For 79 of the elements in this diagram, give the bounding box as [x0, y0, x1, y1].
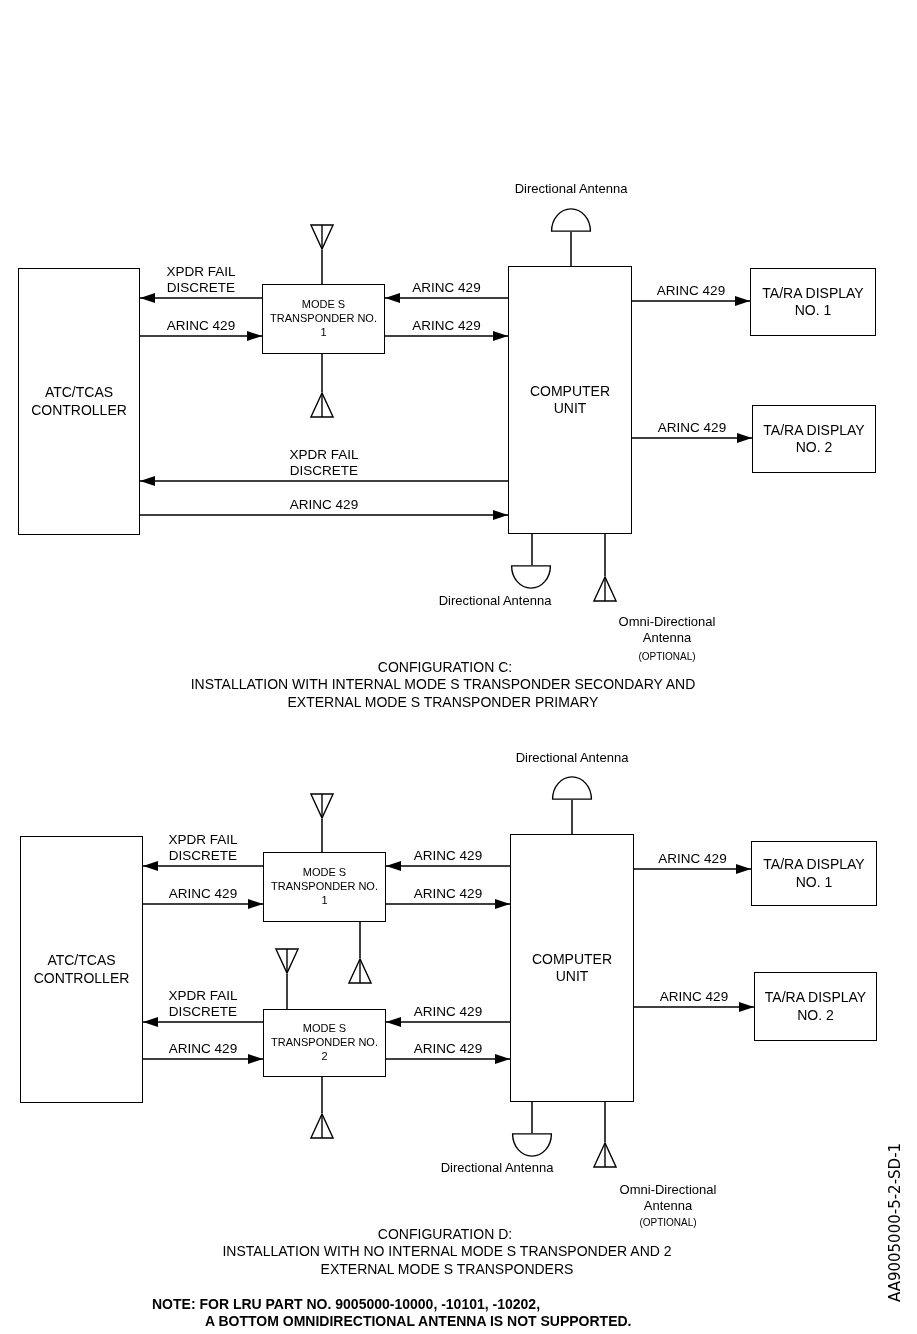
unit-box — [18, 268, 140, 535]
antenna-feed-line — [321, 1076, 323, 1114]
configuration-caption: INSTALLATION WITH NO INTERNAL MODE S TRANSPONDER AND 2 EXTERNAL MODE S TRANSPONDERS — [221, 1243, 673, 1278]
unit-box — [263, 852, 386, 922]
signal-arrow — [142, 1017, 264, 1027]
unit-box — [263, 1009, 386, 1077]
signal-arrow — [385, 1054, 511, 1064]
unit-label: MODE S TRANSPONDER NO. 1 — [269, 298, 378, 340]
antenna-feed-line — [321, 818, 323, 853]
signal-arrow — [384, 293, 509, 303]
unit-label: TA/RA DISPLAY NO. 1 — [761, 284, 865, 320]
unit-label: MODE S TRANSPONDER NO. 1 — [270, 866, 379, 908]
antenna-symbol — [310, 224, 334, 250]
unit-label: MODE S TRANSPONDER NO. 2 — [270, 1022, 379, 1064]
signal-arrow — [139, 476, 509, 486]
unit-box — [750, 268, 876, 336]
signal-arrow — [633, 864, 752, 874]
directional-antenna-symbol — [550, 208, 592, 232]
antenna-caption: Omni-Directional Antenna — [618, 1182, 718, 1214]
antenna-symbol — [310, 1113, 334, 1139]
signal-arrow — [139, 331, 263, 341]
signal-arrow — [139, 510, 509, 520]
antenna-caption: Directional Antenna — [514, 181, 628, 197]
antenna-caption: Directional Antenna — [438, 593, 552, 609]
antenna-symbol — [275, 948, 299, 974]
antenna-note: (OPTIONAL) — [639, 1217, 697, 1229]
unit-box — [510, 834, 634, 1102]
antenna-symbol — [593, 1142, 617, 1168]
unit-label: COMPUTER UNIT — [530, 950, 614, 986]
antenna-feed-line — [321, 353, 323, 393]
unit-box — [20, 836, 143, 1103]
antenna-feed-line — [359, 921, 361, 959]
antenna-symbol — [593, 576, 617, 602]
unit-box — [508, 266, 632, 534]
antenna-feed-line — [604, 533, 606, 577]
signal-arrow — [385, 861, 511, 871]
signal-arrow — [139, 293, 263, 303]
signal-arrow — [142, 899, 264, 909]
unit-label: ATC/TCAS CONTROLLER — [32, 952, 131, 987]
antenna-feed-line — [570, 231, 572, 267]
signal-arrow — [385, 899, 511, 909]
unit-label: COMPUTER UNIT — [528, 382, 612, 418]
configuration-title: CONFIGURATION C: — [376, 659, 514, 677]
signal-arrow — [385, 1017, 511, 1027]
signal-arrow — [142, 861, 264, 871]
unit-box — [262, 284, 385, 354]
antenna-symbol — [348, 958, 372, 984]
note-text: A BOTTOM OMNIDIRECTIONAL ANTENNA IS NOT SUPPORTED. — [205, 1313, 632, 1331]
antenna-symbol — [310, 793, 334, 819]
antenna-caption: Directional Antenna — [440, 1160, 554, 1176]
signal-arrow — [633, 1002, 755, 1012]
note-text: NOTE: FOR LRU PART NO. 9005000-10000, -10101, -10202, — [152, 1296, 540, 1314]
signal-arrow — [384, 331, 509, 341]
unit-box — [752, 405, 876, 473]
signal-arrow — [631, 296, 751, 306]
signal-arrow — [631, 433, 753, 443]
antenna-feed-line — [531, 533, 533, 566]
directional-antenna-symbol — [551, 776, 593, 800]
unit-box — [751, 841, 877, 906]
directional-antenna-symbol — [510, 565, 552, 589]
unit-label: TA/RA DISPLAY NO. 2 — [762, 421, 866, 457]
directional-antenna-symbol — [511, 1133, 553, 1157]
drawing-number: AA9005000-5-2-SD-1 — [886, 1142, 905, 1302]
signal-arrow — [142, 1054, 264, 1064]
unit-label: TA/RA DISPLAY NO. 2 — [763, 989, 868, 1024]
antenna-feed-line — [571, 799, 573, 835]
antenna-feed-line — [321, 249, 323, 285]
antenna-note: (OPTIONAL) — [638, 651, 696, 663]
unit-box — [754, 972, 877, 1041]
antenna-caption: Omni-Directional Antenna — [617, 614, 717, 646]
configuration-title: CONFIGURATION D: — [376, 1226, 514, 1244]
antenna-feed-line — [531, 1101, 533, 1134]
antenna-feed-line — [286, 973, 288, 1010]
unit-label: TA/RA DISPLAY NO. 1 — [762, 856, 866, 891]
antenna-feed-line — [604, 1101, 606, 1143]
antenna-symbol — [310, 392, 334, 418]
configuration-caption: INSTALLATION WITH INTERNAL MODE S TRANSPONDER SECONDARY AND EXTERNAL MODE S TRANSPONDER PRIMARY — [189, 676, 697, 711]
antenna-caption: Directional Antenna — [515, 750, 629, 766]
unit-label: ATC/TCAS CONTROLLER — [30, 384, 128, 419]
